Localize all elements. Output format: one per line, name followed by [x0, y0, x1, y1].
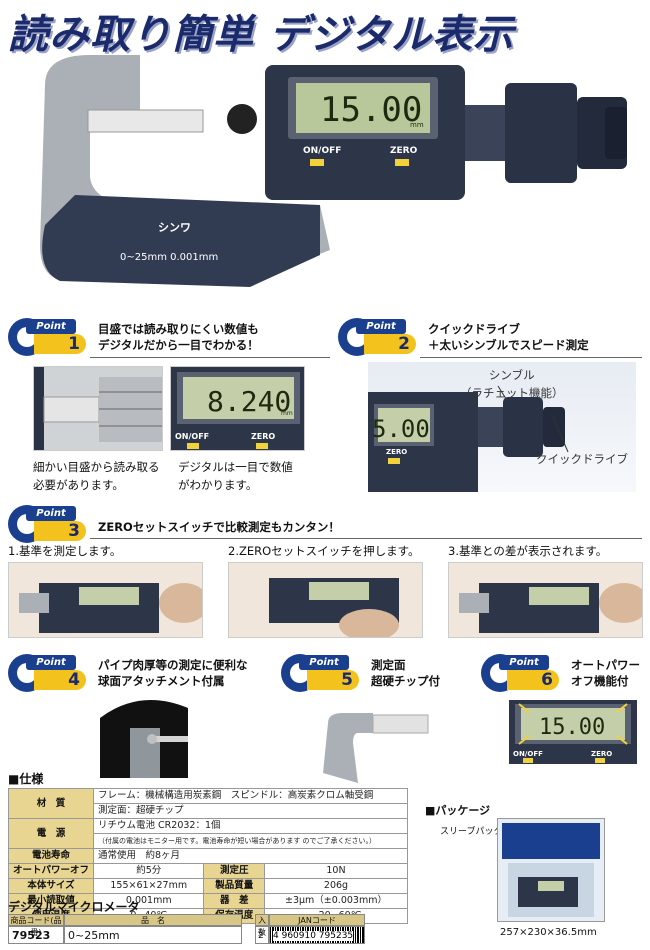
hero-lcd-value: 15.00	[320, 90, 422, 130]
hero-lcd-unit: mm	[410, 121, 424, 129]
hero-zero-label: ZERO	[390, 146, 418, 156]
point3-photo2	[228, 562, 423, 638]
point1-zero-label: ZERO	[251, 432, 275, 441]
package-size: 257×230×36.5mm	[500, 927, 597, 938]
point5-photo	[318, 703, 433, 788]
spec-row: 電池寿命通常使用 約8ヶ月	[7, 848, 408, 864]
product-qty: 2	[255, 926, 269, 944]
product-qty-header: 入数	[255, 914, 269, 937]
lcd-screen	[296, 83, 430, 133]
point6-lcd-value: 15.00	[539, 715, 605, 740]
point3-text: ZEROセットスイッチで比較測定もカンタン！	[98, 520, 340, 534]
spec-row: 電 源リチウム電池 CR2032：1個	[7, 818, 408, 849]
point2-heading: Point 2 クイックドライブ ＋太いシンブルでスピード測定	[338, 318, 589, 356]
point3-heading: Point 3 ZEROセットスイッチで比較測定もカンタン！	[8, 505, 340, 543]
point4-badge: Point 4	[8, 654, 94, 692]
point3-step2: 2.ZEROセットスイッチを押します。	[228, 544, 420, 558]
svg-text:mm: mm	[281, 410, 293, 417]
point6-lcd-photo: 15.00 ON/OFF ZERO	[509, 700, 637, 764]
point1-caption-left: 細かい目盛から読み取る 必要があります。	[33, 460, 160, 492]
point6-heading: Point 6 オートパワー オフ機能付	[481, 654, 640, 692]
point4-photo	[100, 698, 188, 778]
point3-badge: Point 3	[8, 505, 94, 543]
product-jan-barcode: 4 960910 795235	[269, 926, 365, 944]
point5-text: 測定面 超硬チップ付	[371, 658, 440, 688]
hero-brand: シンワ	[158, 221, 191, 234]
point1-caption-right: デジタルは一目で数値 がわかります。	[178, 460, 293, 492]
point3-rule	[90, 538, 642, 539]
point2-badge: Point 2	[338, 318, 424, 356]
page-title: 読み取り簡単 デジタル表示	[8, 12, 515, 58]
hero-onoff-button	[310, 159, 324, 166]
thimble	[505, 83, 577, 183]
point3-step3: 3.基準との差が表示されます。	[448, 544, 608, 558]
point2-photo: 5.00 ZERO シンブル （ラチェット機能） クイックドライブ	[368, 362, 636, 492]
point1-heading: Point 1 目盛では読み取りにくい数値も デジタルだから一目でわかる！	[8, 318, 259, 356]
point1-text: 目盛では読み取りにくい数値も デジタルだから一目でわかる！	[98, 322, 259, 352]
product-size: 0~25mm	[64, 926, 242, 944]
point3-photo1	[8, 562, 203, 638]
anvil	[87, 109, 204, 133]
product-name-header: 品 名	[64, 914, 242, 926]
point1-onoff-label: ON/OFF	[175, 432, 209, 441]
point4-text: パイプ肉厚等の測定に便利な 球面アタッチメント付属	[98, 658, 248, 688]
point4-heading: Point 4 パイプ肉厚等の測定に便利な 球面アタッチメント付属	[8, 654, 248, 692]
hero-micrometer-image: 15.00 mm ON/OFF ZERO シンワ 0~25mm 0.001mm	[40, 55, 627, 287]
package-type: スリーブパック	[440, 827, 503, 837]
package-photo	[497, 818, 605, 922]
point5-badge: Point 5	[281, 654, 367, 692]
point2-text: クイックドライブ ＋太いシンブルでスピード測定	[428, 322, 589, 352]
svg-text:ZERO: ZERO	[591, 750, 612, 758]
frame-body	[42, 195, 321, 287]
point6-badge: Point 6	[481, 654, 567, 692]
point1-rule	[90, 357, 330, 358]
product-jan-header: JANコード	[269, 914, 365, 926]
lock-lever	[227, 104, 257, 134]
product-name: デジタルマイクロメータ	[8, 900, 140, 914]
product-code: 79523	[8, 926, 64, 944]
package-title: ■パッケージ	[425, 804, 491, 817]
point3-step1: 1.基準を測定します。	[8, 544, 122, 558]
point1-lcd-value: 8.240	[207, 385, 291, 418]
point1-badge: Point 1	[8, 318, 94, 356]
point1-scale-photo	[33, 366, 163, 451]
hero-onoff-label: ON/OFF	[303, 146, 341, 156]
point1-lcd-photo: 8.240 mm ON/OFF ZERO	[170, 366, 305, 451]
header-banner: 読み取り簡単 デジタル表示	[0, 0, 650, 58]
sleeve	[465, 105, 505, 161]
spec-table: 材 質フレーム：機械構造用炭素鋼 スピンドル：高炭素クロム軸受鋼 測定面：超硬チ…	[7, 788, 409, 924]
point2-quick-caption: クイックドライブ	[536, 452, 628, 466]
hero-range: 0~25mm 0.001mm	[120, 252, 218, 263]
spec-row: 材 質フレーム：機械構造用炭素鋼 スピンドル：高炭素クロム軸受鋼	[7, 788, 408, 819]
svg-text:5.00: 5.00	[372, 415, 430, 443]
spec-title: ■仕様	[8, 772, 44, 786]
ratchet	[605, 107, 627, 159]
point3-photo3	[448, 562, 643, 638]
point2-rule	[420, 357, 642, 358]
point2-thimble-caption: シンブル （ラチェット機能）	[460, 368, 564, 400]
point6-text: オートパワー オフ機能付	[571, 658, 640, 688]
svg-text:ON/OFF: ON/OFF	[513, 750, 543, 758]
product-code-header: 商品コード(品番)	[8, 914, 64, 937]
svg-text:ZERO: ZERO	[386, 448, 407, 456]
hero-zero-button	[395, 159, 409, 166]
point5-heading: Point 5 測定面 超硬チップ付	[281, 654, 440, 692]
